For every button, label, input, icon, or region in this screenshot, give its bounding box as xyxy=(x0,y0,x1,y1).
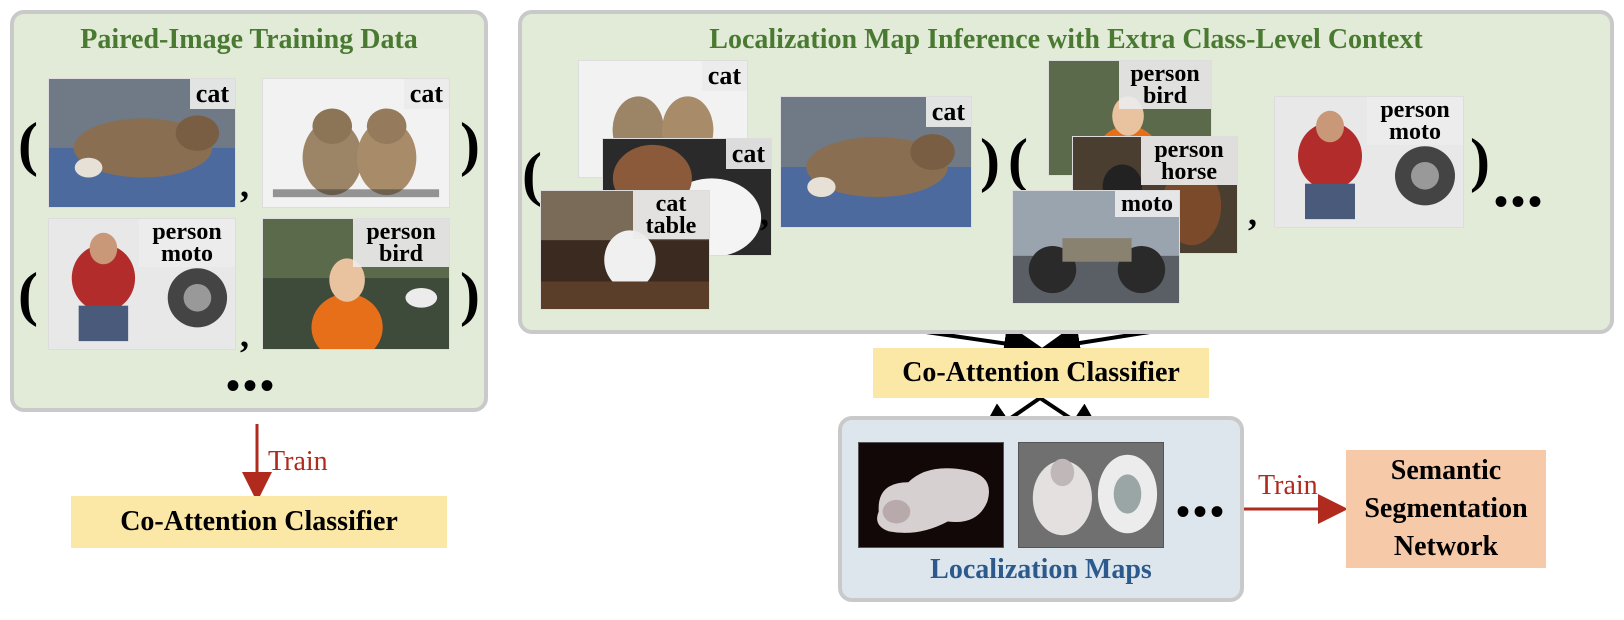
close-paren: ) xyxy=(460,111,480,177)
seg-line-1: Semantic xyxy=(1390,455,1502,486)
more-groups-dots: ••• xyxy=(1494,179,1546,224)
tag-person-bird: person bird xyxy=(1119,61,1211,109)
photo-cat-lying: cat xyxy=(48,78,236,208)
localization-maps-title: Localization Maps xyxy=(930,554,1152,585)
comma: , xyxy=(760,193,769,233)
open-paren: ( xyxy=(18,261,38,327)
paired-image-training-panel: Paired-Image Training Data ( cat , cat )… xyxy=(10,10,488,412)
tag-person-moto: person moto xyxy=(139,219,235,267)
close-paren: ) xyxy=(460,261,480,327)
photo-person-moto: person moto xyxy=(48,218,236,350)
localization-map-person-moto xyxy=(1018,442,1164,548)
comma: , xyxy=(240,315,249,355)
tag-person-bird: person bird xyxy=(353,219,449,267)
open-paren: ( xyxy=(18,111,38,177)
tag-cat: cat xyxy=(725,139,771,169)
localization-map-cat xyxy=(858,442,1004,548)
open-paren: ( xyxy=(522,141,542,207)
co-attention-classifier-training: Co-Attention Classifier xyxy=(71,496,447,548)
photo-query-cat: cat xyxy=(780,96,972,228)
train-label-right: Train xyxy=(1258,470,1318,501)
localization-inference-panel: Localization Map Inference with Extra Cl… xyxy=(518,10,1614,334)
semantic-segmentation-network: Semantic Segmentation Network xyxy=(1346,450,1546,568)
photo-query-person-moto: person moto xyxy=(1274,96,1464,228)
tag-person-moto: person moto xyxy=(1367,97,1463,145)
close-paren: ) xyxy=(1470,127,1490,193)
photo-person-bird: person bird xyxy=(262,218,450,350)
tag-cat: cat xyxy=(403,79,449,109)
close-paren: ) xyxy=(980,127,1000,193)
more-maps-dots: ••• xyxy=(1176,489,1228,534)
tag-cat: cat xyxy=(925,97,971,127)
tag-person-horse: person horse xyxy=(1141,137,1237,185)
open-paren: ( xyxy=(1008,127,1028,193)
seg-line-3: Network xyxy=(1393,531,1499,562)
tag-cat-table: cat table xyxy=(633,191,709,239)
panel-title: Paired-Image Training Data xyxy=(80,24,418,55)
photo-context-moto: moto xyxy=(1012,190,1180,304)
co-attention-classifier-inference: Co-Attention Classifier xyxy=(873,348,1209,398)
seg-line-2: Segmentation xyxy=(1364,493,1528,524)
tag-moto: moto xyxy=(1115,191,1179,217)
comma: , xyxy=(240,165,249,205)
train-label-left: Train xyxy=(268,446,328,477)
comma: , xyxy=(1248,193,1257,233)
tag-cat: cat xyxy=(189,79,235,109)
panel-title: Localization Map Inference with Extra Cl… xyxy=(709,24,1423,55)
localization-maps-panel: ••• Localization Maps xyxy=(838,416,1244,602)
photo-two-kittens: cat xyxy=(262,78,450,208)
tag-cat: cat xyxy=(701,61,747,91)
photo-context-cat-table: cat table xyxy=(540,190,710,310)
